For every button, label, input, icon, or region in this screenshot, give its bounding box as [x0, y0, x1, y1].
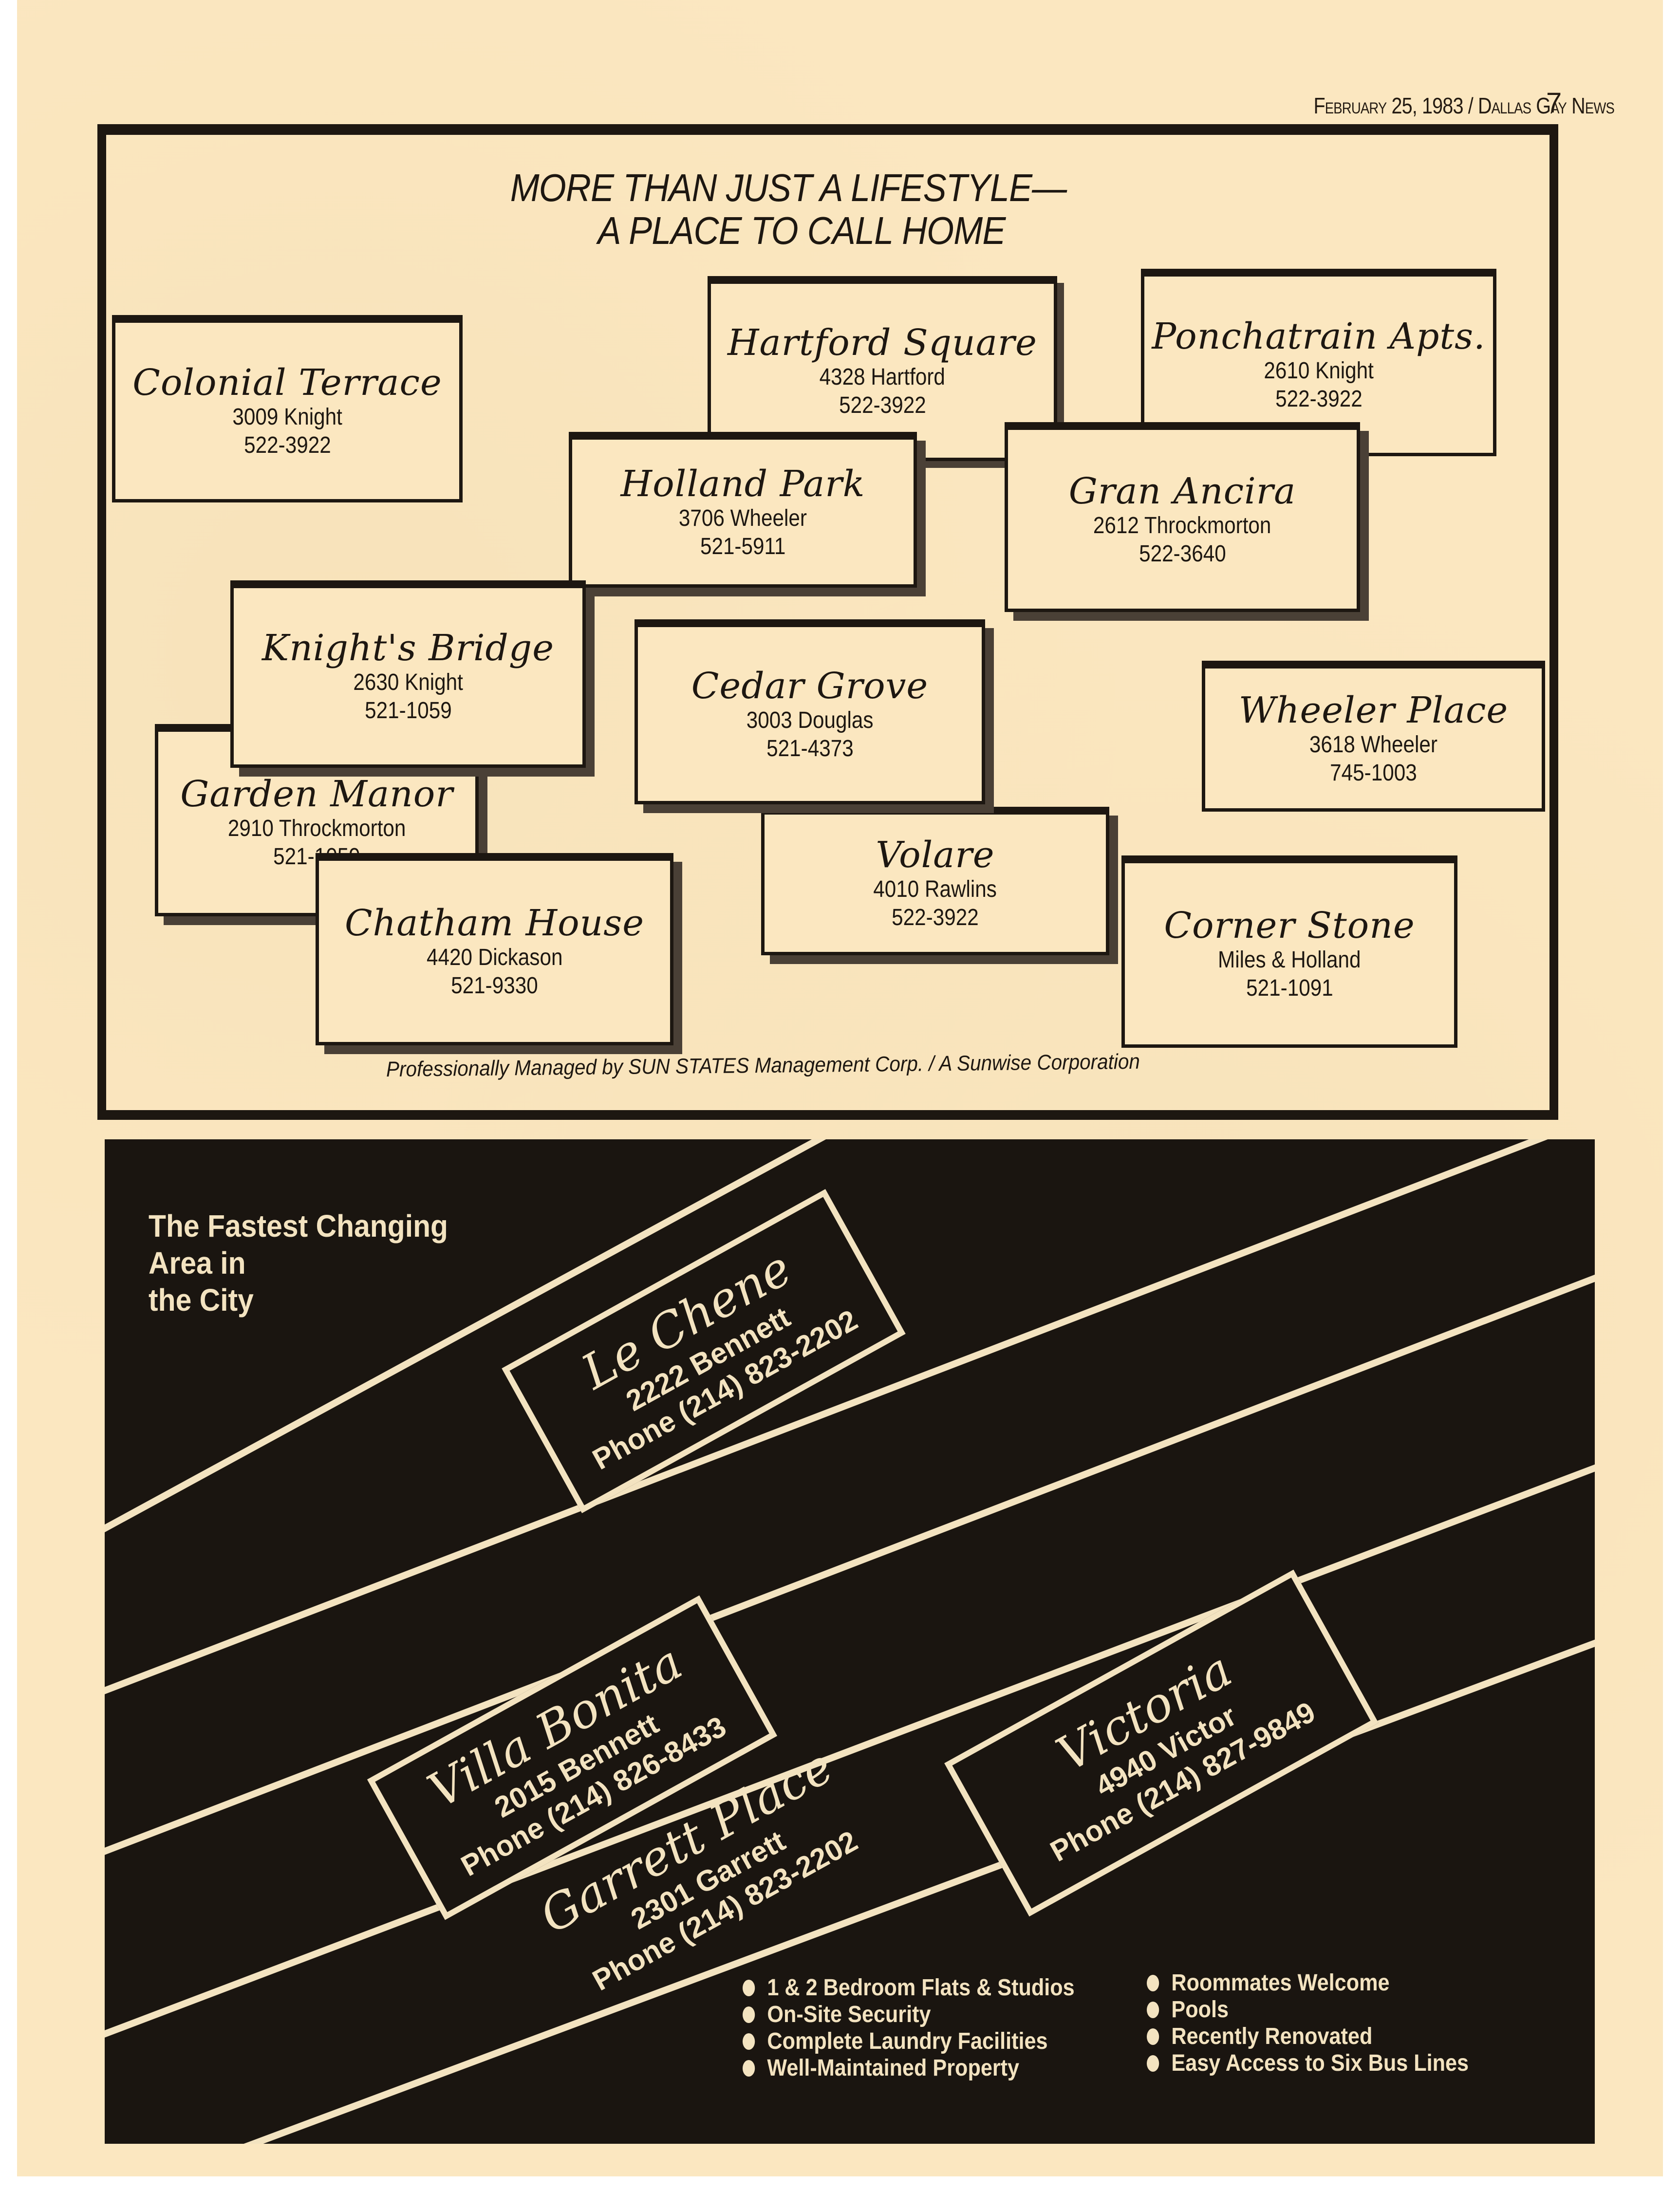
feature-item: On-Site Security — [743, 2001, 1075, 2028]
property-phone: 521-1059 — [364, 698, 452, 724]
property-address: 3618 Wheeler — [1309, 731, 1437, 758]
property-card-corner-stone: Corner Stone Miles & Holland 521-1091 — [1121, 855, 1457, 1048]
property-address: 3009 Knight — [232, 404, 342, 430]
property-phone: 522-3922 — [243, 432, 331, 458]
issue-date: February 25, 1983 — [1313, 93, 1464, 118]
property-address: 4420 Dickason — [426, 945, 563, 970]
bullet-icon — [1147, 2055, 1159, 2072]
property-phone: 522-3922 — [839, 392, 926, 418]
property-address: 2610 Knight — [1264, 358, 1374, 384]
bullet-icon — [743, 1979, 755, 1996]
property-phone: 522-3640 — [1139, 540, 1226, 567]
property-phone: 522-3922 — [1275, 386, 1363, 412]
property-name: Garden Manor — [180, 773, 453, 815]
publication-name: Dallas Gay News — [1477, 93, 1615, 118]
diagonal-stripes — [105, 1139, 1595, 2144]
bullet-icon — [1147, 2001, 1159, 2018]
property-phone: 522-3922 — [892, 905, 979, 930]
property-phone: 521-9330 — [451, 973, 538, 999]
diagonal-stripe — [105, 1464, 1595, 2038]
property-name: Ponchatrain Apts. — [1152, 316, 1486, 357]
property-name: Colonial Terrace — [132, 362, 442, 404]
property-address: 2910 Throckmorton — [227, 816, 406, 841]
property-card-holland-park: Holland Park 3706 Wheeler 521-5911 — [569, 432, 917, 588]
property-address: 4010 Rawlins — [873, 876, 997, 902]
management-credit: Professionally Managed by SUN STATES Man… — [386, 1049, 1140, 1081]
tagline-line-2: Area in — [149, 1245, 246, 1281]
property-address: 2630 Knight — [353, 669, 463, 695]
page-number: 7 — [1546, 87, 1562, 119]
feature-item: 1 & 2 Bedroom Flats & Studios — [743, 1974, 1075, 2001]
diagonal-stripe — [105, 1139, 1548, 1694]
features-list-right: Roommates Welcome Pools Recently Renovat… — [1147, 1969, 1469, 2077]
headline-line-1: MORE THAN JUST A LIFESTYLE— — [510, 166, 1067, 209]
property-phone: 745-1003 — [1330, 760, 1417, 786]
tagline-line-1: The Fastest Changing — [149, 1208, 448, 1244]
property-name: Volare — [876, 834, 995, 876]
diagonal-stripe — [243, 1639, 1595, 2144]
property-name: Hartford Square — [728, 321, 1037, 364]
property-card-wheeler-place: Wheeler Place 3618 Wheeler 745-1003 — [1202, 661, 1545, 812]
property-address: 2612 Throckmorton — [1093, 512, 1271, 538]
ad-headline: MORE THAN JUST A LIFESTYLE— A PLACE TO C… — [178, 167, 1477, 252]
property-name: Gran Ancira — [1068, 470, 1296, 512]
property-card-ponchatrain-apts: Ponchatrain Apts. 2610 Knight 522-3922 — [1141, 269, 1496, 456]
property-phone: 521-5911 — [700, 533, 786, 559]
feature-label: On-Site Security — [767, 2002, 931, 2027]
features-list-left: 1 & 2 Bedroom Flats & Studios On-Site Se… — [743, 1974, 1075, 2081]
property-card-volare: Volare 4010 Rawlins 522-3922 — [761, 807, 1109, 955]
feature-item: Recently Renovated — [1147, 2023, 1469, 2050]
property-card-cedar-grove: Cedar Grove 3003 Douglas 521-4373 — [635, 619, 985, 804]
property-card-colonial-terrace: Colonial Terrace 3009 Knight 522-3922 — [112, 315, 463, 502]
property-card-gran-ancira: Gran Ancira 2612 Throckmorton 522-3640 — [1005, 422, 1360, 612]
property-address: Miles & Holland — [1218, 947, 1361, 973]
property-card-knights-bridge: Knight's Bridge 2630 Knight 521-1059 — [230, 580, 586, 768]
feature-label: Easy Access to Six Bus Lines — [1171, 2050, 1469, 2076]
diagonal-stripe — [105, 1139, 826, 1533]
property-name: Wheeler Place — [1238, 689, 1509, 731]
fastest-changing-area-advertisement: The Fastest Changing Area in the City Le… — [105, 1139, 1595, 2144]
feature-label: Pools — [1171, 1997, 1229, 2023]
property-name: Cedar Grove — [691, 665, 929, 707]
bullet-icon — [1147, 2028, 1159, 2045]
property-phone: 521-4373 — [766, 735, 854, 761]
sun-states-advertisement: MORE THAN JUST A LIFESTYLE— A PLACE TO C… — [97, 124, 1558, 1120]
bullet-icon — [743, 2033, 755, 2050]
masthead-separator: / — [1463, 93, 1478, 118]
headline-line-2: A PLACE TO CALL HOME — [597, 209, 1006, 252]
property-address: 3706 Wheeler — [678, 505, 807, 531]
property-card-chatham-house: Chatham House 4420 Dickason 521-9330 — [316, 853, 673, 1045]
feature-label: 1 & 2 Bedroom Flats & Studios — [767, 1975, 1075, 2001]
feature-item: Pools — [1147, 1996, 1469, 2023]
bullet-icon — [743, 2060, 755, 2077]
property-name: Chatham House — [344, 902, 645, 944]
feature-label: Roommates Welcome — [1171, 1970, 1390, 1996]
property-phone: 521-1091 — [1246, 975, 1333, 1001]
property-address: 3003 Douglas — [746, 707, 874, 733]
property-name: Holland Park — [620, 463, 865, 505]
running-head: February 25, 1983 / Dallas Gay News — [1183, 93, 1615, 127]
feature-label: Complete Laundry Facilities — [767, 2028, 1048, 2054]
bullet-icon — [743, 2006, 755, 2023]
property-name: Corner Stone — [1164, 905, 1415, 947]
property-card-hartford-square: Hartford Square 4328 Hartford 522-3922 — [708, 276, 1057, 461]
property-name: Knight's Bridge — [261, 627, 555, 669]
feature-item: Easy Access to Six Bus Lines — [1147, 2050, 1469, 2077]
bullet-icon — [1147, 1974, 1159, 1991]
property-address: 4328 Hartford — [819, 364, 946, 390]
feature-item: Roommates Welcome — [1147, 1969, 1469, 1996]
feature-label: Well-Maintained Property — [767, 2055, 1020, 2081]
feature-item: Complete Laundry Facilities — [743, 2028, 1075, 2055]
feature-label: Recently Renovated — [1171, 2024, 1373, 2049]
ad-tagline: The Fastest Changing Area in the City — [149, 1207, 448, 1318]
feature-item: Well-Maintained Property — [743, 2055, 1075, 2081]
diagonal-stripe — [105, 1274, 1595, 1855]
tagline-line-3: the City — [149, 1282, 254, 1318]
